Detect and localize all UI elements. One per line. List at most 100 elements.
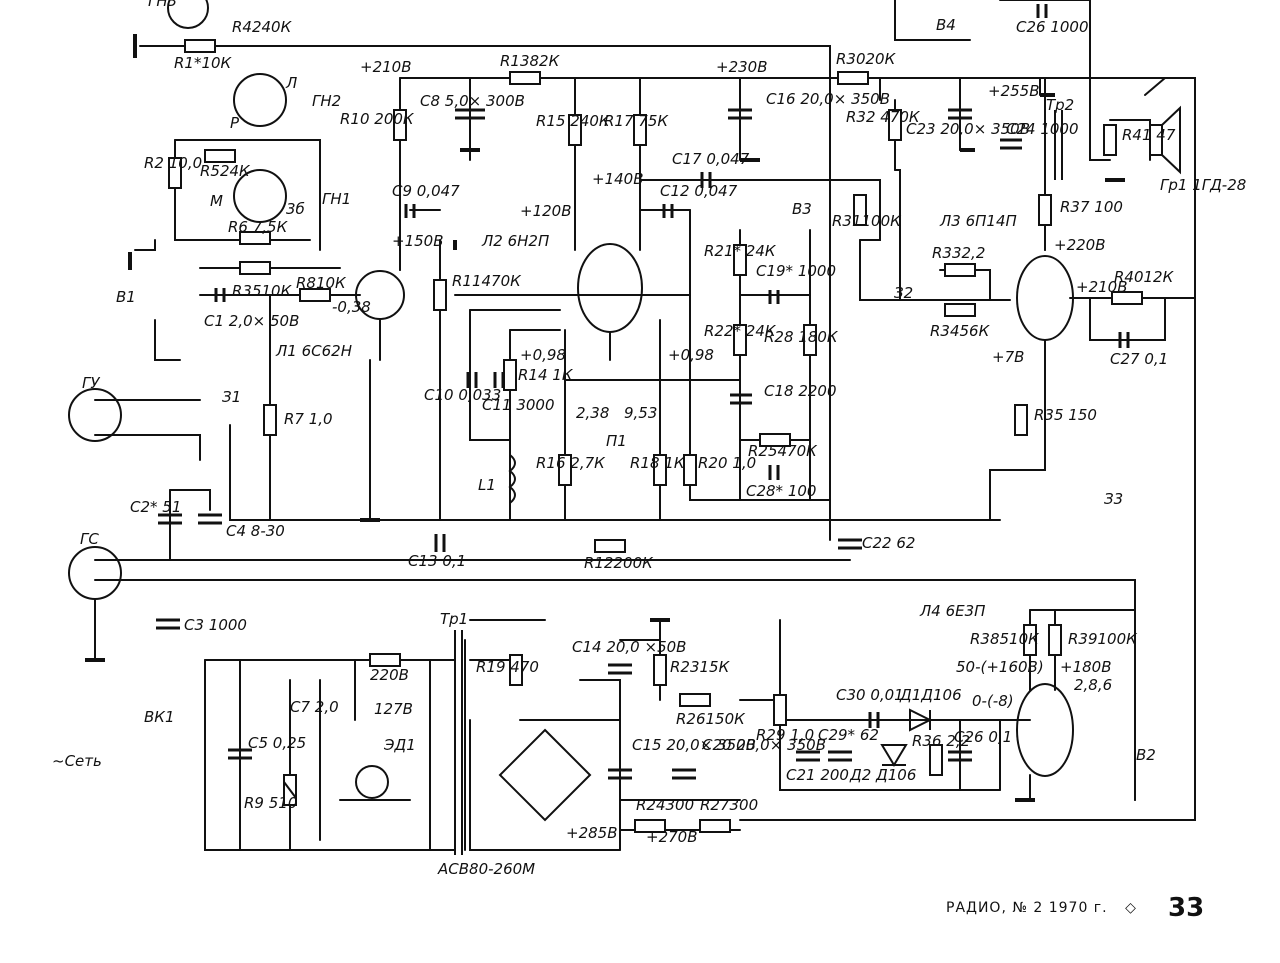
label-r36: R36 2,2 — [912, 732, 970, 750]
label-c26b: C26 0,1 — [954, 728, 1012, 746]
label-v7: +7В — [992, 348, 1024, 366]
label-r6: R6 7,5К — [228, 218, 289, 236]
transformer-tr2-core — [1054, 110, 1063, 180]
motor-ed1 — [355, 765, 389, 799]
resistor-r16 — [558, 454, 572, 486]
label-vp098b: +0,98 — [668, 346, 714, 364]
label-c15: C15 20,0× 350В — [632, 736, 756, 754]
label-v3: В3 — [792, 200, 812, 218]
diode-d1 — [909, 708, 933, 732]
label-r3: R3510К — [232, 282, 293, 300]
resistor-r13 — [509, 71, 541, 85]
label-l4-pins: 2,8,6 — [1074, 676, 1112, 694]
resistor-r21 — [733, 244, 747, 276]
label-v210: +210В — [360, 58, 412, 76]
jack-gn3 — [167, 0, 209, 29]
label-l4-tube: Л4 6Е3П — [919, 602, 985, 620]
label-p1-values: 2,38 — [576, 404, 609, 422]
label-r31: R31100К — [832, 212, 902, 230]
label-gu: ГУ — [82, 374, 100, 392]
capacitor-c21 — [796, 750, 820, 762]
bridge-rectifier — [498, 728, 592, 822]
label-r20: R20 1,0 — [698, 454, 756, 472]
capacitor-c20 — [672, 768, 696, 780]
resistor-r17 — [633, 114, 647, 146]
label-r9: R9 510 — [244, 794, 297, 812]
resistor-220v-tap — [369, 653, 401, 667]
label-z2: З2 — [894, 284, 913, 302]
label-v255: +255В — [988, 82, 1040, 100]
label-r5: R524К — [200, 162, 251, 180]
resistor-r3 — [239, 261, 271, 275]
capacitor-c15 — [608, 768, 632, 780]
label-v180: +180В — [1060, 658, 1112, 676]
label-gn3: ГН3 — [148, 0, 177, 10]
label-c14: C14 20,0 ×50В — [572, 638, 686, 656]
label-r24: R24300 — [636, 796, 694, 814]
capacitor-c17 — [700, 172, 712, 188]
capacitor-c22 — [838, 538, 862, 550]
resistor-r36 — [929, 744, 943, 776]
label-gs: ГС — [80, 530, 99, 548]
label-r10: R10 200К — [340, 110, 415, 128]
resistor-r28 — [803, 324, 817, 356]
label-tr1-model: АСВ80-260М — [437, 860, 535, 878]
page-number: 33 — [1168, 893, 1205, 923]
capacitor-c14 — [608, 663, 632, 675]
capacitor-c5 — [228, 748, 252, 760]
capacitor-c1 — [214, 288, 226, 302]
capacitor-c13 — [434, 534, 446, 552]
label-l1-tube: Л1 6С62Н — [275, 342, 352, 360]
label-v127: 127В — [374, 700, 413, 718]
label-r23: R2315К — [670, 658, 731, 676]
resistor-r12 — [594, 539, 626, 553]
label-c13: C13 0,1 — [408, 552, 466, 570]
ground-symbol — [85, 34, 1125, 802]
capacitor-c16 — [728, 108, 752, 120]
label-c23: C23 20,0× 350В — [906, 120, 1030, 138]
label-v230: +230В — [716, 58, 768, 76]
label-vp098a: +0,98 — [520, 346, 566, 364]
capacitor-c29 — [828, 750, 852, 762]
label-ed1: ЭД1 — [383, 736, 416, 754]
label-r14: R14 1К — [518, 366, 574, 384]
label-l3-tube: Л3 6П14П — [939, 212, 1017, 230]
label-v50: 50-(+160В) — [956, 658, 1044, 676]
label-c30: C30 0,01 — [836, 686, 904, 704]
capacitor-c2 — [158, 513, 182, 525]
resistor-r19 — [509, 654, 523, 686]
label-r39: R39100К — [1068, 630, 1138, 648]
resistor-r29 — [773, 694, 787, 726]
resistor-r31 — [853, 194, 867, 226]
label-c24: C24 1000 — [1006, 120, 1079, 138]
label-v120: +120В — [520, 202, 572, 220]
resistor-r26 — [679, 693, 711, 707]
label-v220ac: 220В — [370, 666, 409, 684]
jack-gu — [68, 388, 122, 442]
label-c8: C8 5,0× 300В — [420, 92, 525, 110]
label-c19: C19* 1000 — [756, 262, 836, 280]
label-gr1: Гр1 1ГД-28 — [1160, 176, 1246, 194]
resistor-r20 — [683, 454, 697, 486]
capacitor-c26 — [1036, 4, 1048, 18]
label-c16: C16 20,0× 350В — [766, 90, 890, 108]
label-c22: C22 62 — [862, 534, 915, 552]
resistor-r8 — [299, 288, 331, 302]
capacitor-c23 — [948, 108, 972, 120]
label-c20: C20 20,0× 350В — [702, 736, 826, 754]
label-pin-l: Л — [285, 74, 297, 92]
diode-d2 — [880, 744, 908, 767]
resistor-r30 — [837, 71, 869, 85]
label-r1: R1*10К — [174, 54, 233, 72]
label-c1: C1 2,0× 50В — [204, 312, 299, 330]
label-r12: R12200К — [584, 554, 654, 572]
resistor-r35 — [1014, 404, 1028, 436]
label-c9: C9 0,047 — [392, 182, 460, 200]
label-c26: C26 1000 — [1016, 18, 1089, 36]
capacitor-c3 — [156, 618, 180, 630]
resistor-r33 — [944, 263, 976, 277]
speaker-gr1 — [1149, 105, 1181, 175]
resistor-r23 — [653, 654, 667, 686]
label-c21: C21 200 — [786, 766, 849, 784]
label-c2: C2* 51 — [130, 498, 181, 516]
